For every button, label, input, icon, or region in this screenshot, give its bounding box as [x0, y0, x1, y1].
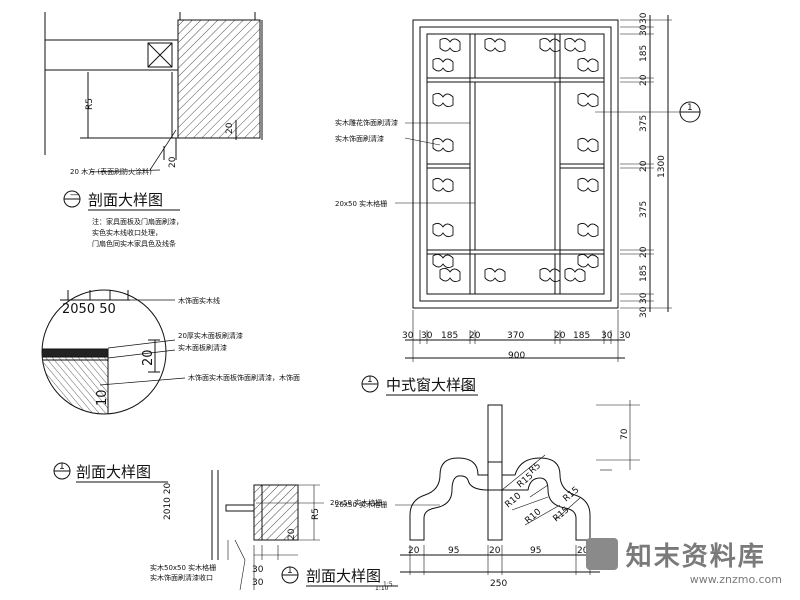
window-title: 1 中式窗大样图 1:10	[361, 375, 478, 396]
win-dim-b7: 30	[601, 331, 613, 341]
part-note-left: 20x50 实木格栅	[335, 500, 387, 509]
circle-detail	[41, 289, 186, 415]
part-dim-total: 250	[490, 579, 507, 589]
win-dim-r1: 30	[639, 24, 649, 36]
win-dim-b6: 185	[573, 331, 590, 341]
ornament-part	[395, 400, 640, 575]
watermark-url: www.znzmo.com	[689, 573, 782, 586]
win-dim-b5: 20	[554, 331, 566, 341]
circle-note-bottom: 木饰面实木面板饰面刷清漆，木饰面	[188, 373, 300, 382]
sec-c-note-b1: 实木50x50 实木格栅	[150, 563, 216, 572]
part-dim-b2: 20	[489, 546, 501, 556]
win-dim-b8: 30	[619, 331, 631, 341]
circle-note-mid1: 20厚实木面板刷清漆	[178, 331, 243, 340]
circle-left-dim: 10	[95, 389, 110, 406]
svg-text:1: 1	[287, 566, 293, 576]
sec-a-callout: 20 木方 (表面刷防火涂料)	[70, 167, 152, 176]
svg-text:1:10: 1:10	[375, 585, 389, 592]
win-dim-r3: 20	[639, 74, 649, 86]
circle-right-dim: 20	[141, 349, 156, 366]
win-note-2: 实木饰面刷清漆	[335, 134, 384, 143]
win-dim-b0: 30	[402, 331, 414, 341]
watermark-name: 知末资料库	[625, 542, 766, 572]
section-c-title: 1 剖面大样图 1:10	[281, 566, 398, 592]
part-dim-b1: 95	[448, 546, 459, 556]
circle-note-mid2: 实木面板刷清漆	[178, 343, 227, 352]
win-dim-r5: 20	[639, 160, 649, 172]
section-a-detail	[44, 12, 263, 173]
win-dim-r4: 375	[639, 115, 649, 132]
win-dim-total-w: 900	[508, 351, 525, 361]
win-dim-r2: 185	[639, 45, 649, 62]
win-dim-r8: 185	[639, 265, 649, 282]
sec-a-note-2: 实色实木线收口处理，	[92, 228, 162, 237]
part-r2: R10	[504, 491, 524, 510]
svg-text:1: 1	[367, 375, 373, 385]
win-dim-total-h: 1300	[657, 155, 667, 178]
sec-a-title-text: 剖面大样图	[88, 191, 163, 209]
win-dim-r7: 20	[639, 246, 649, 258]
sec-c-r: R5	[311, 508, 321, 520]
win-dim-r10: 30	[639, 306, 649, 318]
sec-a-note-3: 门扇色同实木家具色及线条	[92, 239, 176, 248]
win-dim-b1: 30	[421, 331, 433, 341]
sec-c-side: 20	[287, 528, 297, 540]
part-dim-b0: 20	[408, 546, 420, 556]
part-dim-top: 70	[620, 428, 630, 440]
watermark: 知末资料库 www.znzmo.com	[585, 536, 782, 586]
svg-text:1: 1	[59, 462, 65, 472]
sec-c-title-text: 剖面大样图	[306, 567, 381, 585]
sec-b-title-text: 剖面大样图	[76, 463, 151, 481]
win-dim-r6: 375	[639, 201, 649, 218]
window-title-text: 中式窗大样图	[386, 376, 476, 394]
section-c-detail	[211, 470, 324, 591]
win-note-1: 实木雕花饰面刷清漆	[335, 118, 398, 127]
sec-a-r-label: R5	[85, 98, 95, 110]
sec-a-dim-20a: 20	[225, 122, 235, 134]
sec-c-left-dims: 2010 20	[163, 483, 173, 520]
sec-c-note-b2: 实木饰面刷清漆收口	[150, 573, 213, 582]
win-dim-r0: 30	[639, 12, 649, 24]
win-dim-b2: 185	[441, 331, 458, 341]
part-scale: 1:5	[383, 581, 393, 588]
win-dim-b4: 370	[507, 331, 524, 341]
sec-c-b1: 30	[252, 578, 264, 588]
sec-a-note-1: 注：家具面板及门扇面刷漆，	[92, 217, 183, 226]
sec-c-note-left: 20x50 实木格栅	[330, 498, 382, 507]
svg-text:—: —	[70, 190, 79, 200]
win-dim-r9: 30	[639, 292, 649, 304]
part-dim-b4: 20	[577, 546, 589, 556]
window-elevation	[395, 15, 680, 362]
sec-c-b0: 30	[252, 565, 264, 575]
watermark-logo-icon	[585, 538, 618, 570]
win-note-3: 20x50 实木格栅	[335, 199, 387, 208]
svg-text:1:10: 1:10	[460, 385, 474, 392]
win-dim-b3: 20	[469, 331, 481, 341]
window-section-marker: 1	[679, 101, 701, 123]
part-r3: R10	[524, 507, 544, 526]
sec-a-dim-20b: 20	[168, 156, 178, 168]
circle-note-top: 木饰面实木线	[178, 296, 220, 305]
section-b-title: 1 剖面大样图	[53, 462, 168, 483]
svg-text:1: 1	[687, 103, 693, 113]
section-a-title: — 剖面大样图	[63, 190, 180, 211]
part-dim-b3: 95	[530, 546, 541, 556]
circle-top-dims: 2050 50	[62, 302, 116, 317]
